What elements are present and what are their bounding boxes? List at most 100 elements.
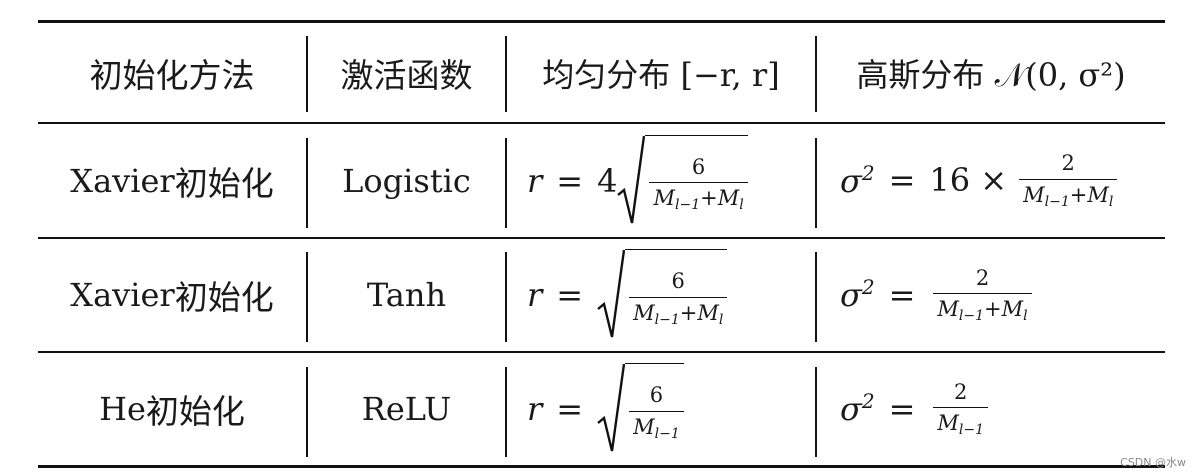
- top-rule: [38, 20, 1165, 23]
- denominator-var: M: [1087, 182, 1109, 207]
- denominator-subscript: l: [718, 311, 724, 328]
- denominator-var: M: [1001, 297, 1024, 322]
- method-suffix: 初始化: [174, 278, 274, 317]
- method-name: Xavier: [70, 276, 175, 314]
- header-gaussian: 高斯分布 𝒩(0, σ²): [856, 55, 1126, 94]
- fraction-numerator: 6: [691, 154, 706, 179]
- denominator-var: M: [937, 297, 959, 322]
- fraction-numerator: 2: [975, 265, 990, 290]
- col-sep-2c: [505, 252, 507, 342]
- formula-lhs: r: [527, 276, 543, 314]
- equals-sign: =: [888, 161, 916, 200]
- cell-activation: Tanh: [366, 276, 447, 314]
- formula-lhs: σ2: [840, 389, 875, 429]
- fraction-denominator: Ml−1: [933, 407, 989, 439]
- formula-lhs: r: [527, 161, 543, 200]
- method-name: Xavier: [70, 161, 175, 200]
- col-sep-3a: [815, 36, 817, 112]
- cell-activation: Logistic: [342, 161, 471, 200]
- denominator-subscript: l−1: [958, 308, 985, 325]
- formula-exponent: 2: [861, 275, 875, 300]
- denominator-subscript: l: [739, 197, 744, 214]
- method-name: He: [99, 390, 146, 428]
- denominator-subscript: l: [1108, 193, 1114, 210]
- denominator-var: M: [1023, 182, 1045, 207]
- denominator-operator: +: [1069, 182, 1088, 207]
- col-sep-1a: [306, 36, 308, 112]
- denominator-subscript: l: [1023, 308, 1028, 325]
- col-sep-3b: [815, 138, 817, 228]
- bottom-rule: [38, 465, 1165, 468]
- denominator-operator: +: [700, 186, 718, 211]
- col-sep-3c: [815, 252, 817, 342]
- formula-lhs: σ2: [840, 275, 875, 315]
- equals-sign: =: [556, 390, 584, 428]
- col-sep-1c: [306, 252, 308, 342]
- row-rule-1: [38, 237, 1165, 239]
- formula-exponent: 2: [861, 389, 875, 414]
- fraction-numerator: 6: [649, 383, 664, 408]
- denominator-var: M: [633, 300, 655, 325]
- denominator-subscript: l−1: [654, 311, 680, 328]
- denominator-subscript: l−1: [1044, 193, 1070, 210]
- denominator-operator: +: [984, 297, 1002, 322]
- radical-sign-icon: [597, 249, 626, 338]
- col-sep-1d: [306, 367, 308, 457]
- row-rule-2: [38, 351, 1165, 353]
- fraction-denominator: Ml−1: [629, 410, 684, 442]
- cell-method: He 初始化: [38, 353, 306, 465]
- equals-sign: =: [556, 276, 584, 314]
- denominator-var: M: [717, 186, 740, 211]
- cell-method: Xavier 初始化: [38, 239, 306, 351]
- col-sep-2a: [505, 36, 507, 112]
- col-sep-2b: [505, 138, 507, 228]
- formula-lhs: r: [527, 390, 543, 428]
- equals-sign: =: [556, 161, 584, 200]
- denominator-var: M: [937, 411, 959, 436]
- equals-sign: =: [888, 389, 916, 428]
- denominator-var: M: [697, 300, 719, 325]
- formula-coefficient: 16 ×: [929, 161, 1008, 200]
- radical-sign-icon: [597, 363, 626, 452]
- denominator-operator: +: [679, 300, 698, 325]
- radical-sign-icon: [617, 135, 646, 223]
- equals-sign: =: [888, 275, 916, 314]
- fraction-numerator: 6: [671, 269, 685, 294]
- col-sep-2d: [505, 367, 507, 457]
- formula-exponent: 2: [861, 160, 875, 185]
- denominator-subscript: l−1: [958, 422, 985, 439]
- cell-activation: ReLU: [361, 390, 452, 428]
- formula-coefficient: 4: [597, 161, 618, 200]
- fraction-denominator: Ml−1+Ml: [649, 182, 748, 214]
- header-activation: 激活函数: [340, 55, 473, 95]
- denominator-subscript: l−1: [674, 197, 701, 214]
- cell-method: Xavier 初始化: [38, 124, 306, 237]
- fraction-denominator: Ml−1+Ml: [629, 296, 728, 328]
- fraction-numerator: 2: [954, 379, 968, 404]
- fraction-numerator: 2: [1061, 151, 1075, 176]
- method-suffix: 初始化: [145, 392, 245, 431]
- method-suffix: 初始化: [174, 163, 274, 203]
- col-sep-3d: [815, 367, 817, 457]
